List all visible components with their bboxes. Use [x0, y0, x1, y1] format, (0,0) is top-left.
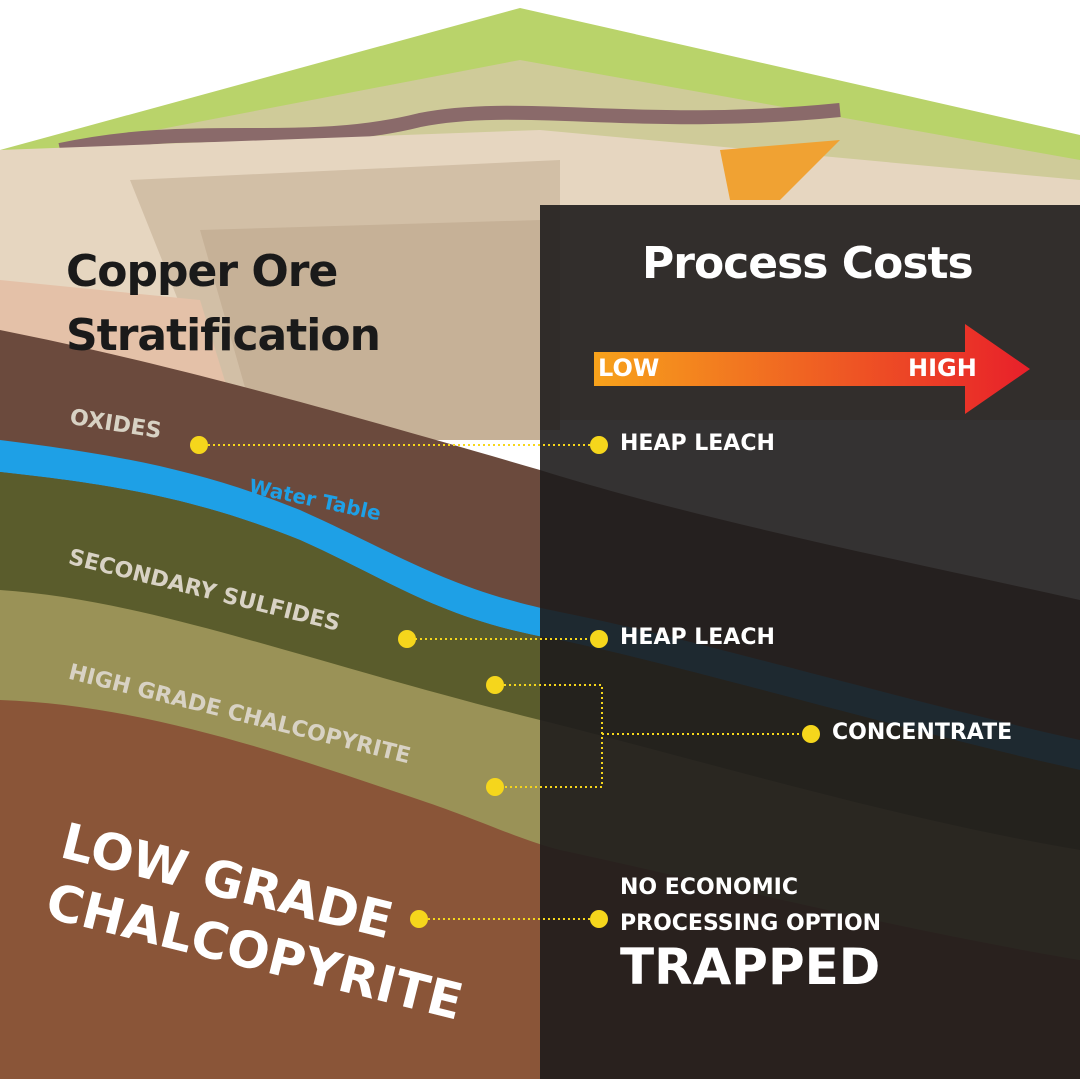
- cost-arrow: [594, 324, 1030, 414]
- process-dot: [590, 630, 608, 648]
- high-grade-dot: [486, 676, 504, 694]
- process-high-grade: CONCENTRATE: [832, 720, 1013, 745]
- process-low-grade-line-1: NO ECONOMIC: [620, 875, 798, 900]
- low-grade-dot: [410, 910, 428, 928]
- trapped-status: TRAPPED: [620, 938, 881, 996]
- title-left: Copper Ore Stratification: [66, 240, 381, 368]
- title-right: Process Costs: [642, 238, 974, 289]
- process-low-grade-line-2: PROCESSING OPTION: [620, 911, 882, 936]
- oxides-dot: [190, 436, 208, 454]
- cost-low-label: LOW: [598, 354, 660, 382]
- process-dot: [590, 910, 608, 928]
- process-oxides: HEAP LEACH: [620, 431, 775, 456]
- title-line-1: Copper Ore: [66, 246, 338, 297]
- cost-high-label: HIGH: [908, 354, 977, 382]
- process-secondary-sulfides: HEAP LEACH: [620, 625, 775, 650]
- secondary-sulfides-dot: [398, 630, 416, 648]
- high-grade-dot: [486, 778, 504, 796]
- title-line-2: Stratification: [66, 310, 381, 361]
- process-dot: [802, 725, 820, 743]
- process-low-grade: NO ECONOMIC PROCESSING OPTION: [620, 870, 881, 942]
- process-dot: [590, 436, 608, 454]
